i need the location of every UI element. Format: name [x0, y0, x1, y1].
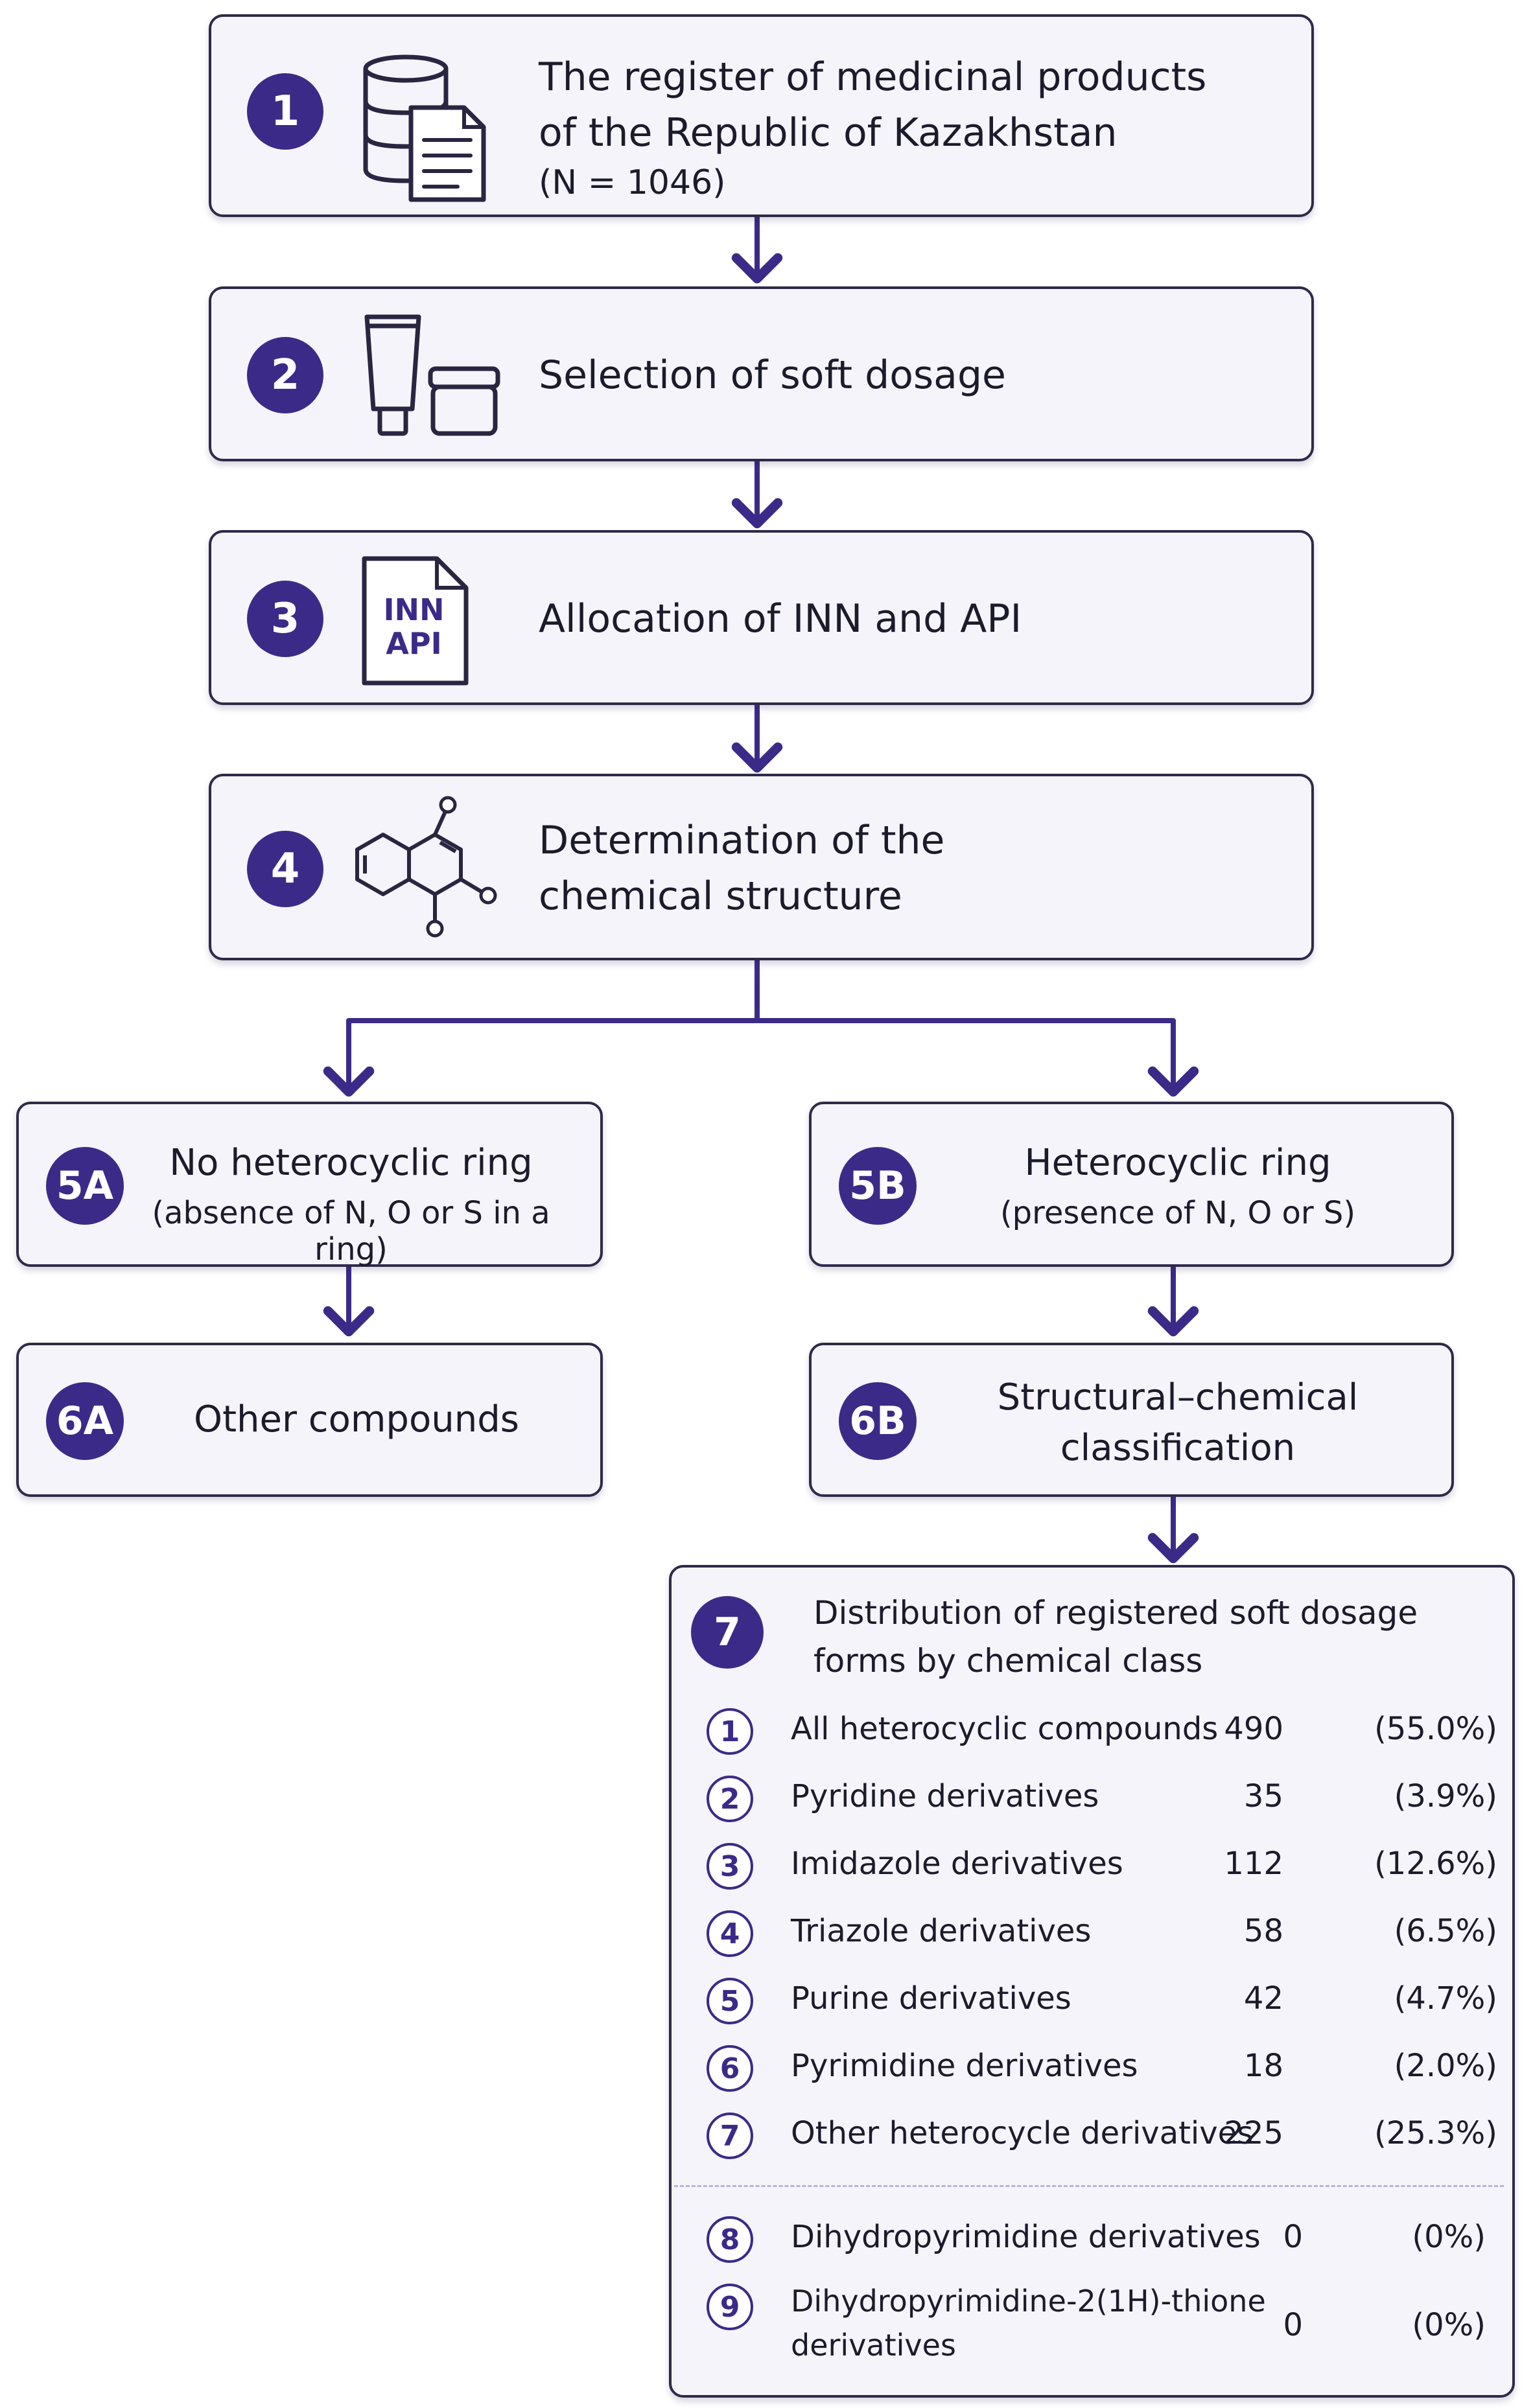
step-4-title-line2: chemical structure: [539, 874, 902, 919]
step-6b-box: 6B Structural–chemical classification: [809, 1343, 1454, 1497]
row-number-badge: 6: [707, 2045, 753, 2092]
molecule-structure-icon: [355, 796, 497, 938]
row-count: 42: [1243, 1980, 1283, 2017]
row-label: Triazole derivatives: [791, 1913, 1092, 1949]
row-number-badge: 5: [707, 1978, 753, 2024]
step-3-title: Allocation of INN and API: [539, 596, 1022, 642]
step-6b-title-line2: classification: [1060, 1427, 1296, 1469]
list-item: 5 Purine derivatives 42 (4.7%): [707, 1967, 1497, 2035]
step-6a-box: 6A Other compounds: [16, 1343, 603, 1497]
step-2-box: 2 Selection of soft dosage: [209, 286, 1314, 461]
row-count: 0: [1283, 2219, 1303, 2255]
row-count: 225: [1224, 2115, 1283, 2151]
row-percent: (0%): [1412, 2307, 1486, 2343]
row-percent: (6.5%): [1394, 1913, 1497, 1949]
step-badge: 1: [247, 73, 323, 150]
row-percent: (3.9%): [1394, 1778, 1497, 1814]
step-badge: 4: [247, 831, 323, 907]
step-badge: 6A: [46, 1382, 124, 1460]
step-1-box: 1 The register of medicinal products of …: [209, 14, 1314, 217]
row-percent: (4.7%): [1394, 1980, 1497, 2017]
step-4-box: 4 Determination of the chemical structur…: [209, 774, 1314, 960]
list-item: 9 Dihydropyrimidine-2(1H)-thione derivat…: [707, 2281, 1497, 2378]
step-1-count: (N = 1046): [539, 163, 726, 202]
step-5b-title: Heterocyclic ring: [1024, 1142, 1331, 1184]
list-item: 4 Triazole derivatives 58 (6.5%): [707, 1900, 1497, 1967]
step-badge: 5A: [46, 1147, 124, 1225]
row-count: 35: [1243, 1778, 1283, 1814]
step-1-title-line1: The register of medicinal products: [539, 54, 1207, 100]
row-number-badge: 8: [707, 2216, 753, 2263]
step-7-title-line1: Distribution of registered soft dosage: [813, 1594, 1418, 1632]
step-5b-box: 5B Heterocyclic ring (presence of N, O o…: [809, 1102, 1454, 1267]
inn-api-document-icon: [362, 556, 469, 686]
row-count: 18: [1243, 2048, 1283, 2084]
database-document-icon: [363, 54, 486, 202]
step-badge: 6B: [839, 1382, 917, 1460]
row-label-line1: Dihydropyrimidine-2(1H)-thione: [791, 2284, 1266, 2319]
row-number-badge: 1: [707, 1708, 753, 1755]
row-label: Pyrimidine derivatives: [791, 2048, 1138, 2084]
row-label: Pyridine derivatives: [791, 1778, 1099, 1814]
step-1-title-line2: of the Republic of Kazakhstan: [539, 110, 1118, 156]
step-5a-box: 5A No heterocyclic ring (absence of N, O…: [16, 1102, 603, 1268]
row-count: 112: [1224, 1846, 1283, 1882]
row-label: Purine derivatives: [791, 1980, 1071, 2017]
row-count: 58: [1243, 1913, 1283, 1949]
row-percent: (12.6%): [1374, 1846, 1497, 1882]
row-count: 490: [1224, 1711, 1283, 1747]
row-percent: (2.0%): [1394, 2048, 1497, 2084]
step-6a-title: Other compounds: [194, 1398, 519, 1441]
row-label-line2: derivatives: [791, 2328, 956, 2363]
list-item: 7 Other heterocycle derivatives 225 (25.…: [707, 2102, 1497, 2170]
list-item: 1 All heterocyclic compounds 490 (55.0%): [707, 1698, 1497, 1765]
arrow-branch-to-5b: [755, 1018, 1199, 1097]
step-2-title: Selection of soft dosage: [539, 353, 1006, 398]
arrow-4-to-branch: [323, 958, 760, 1097]
row-number-badge: 3: [707, 1843, 753, 1890]
row-label: Imidazole derivatives: [791, 1846, 1123, 1882]
row-count: 0: [1283, 2307, 1303, 2343]
step-5b-subtitle: (presence of N, O or S): [1000, 1195, 1356, 1231]
row-label: Dihydropyrimidine derivatives: [791, 2219, 1261, 2255]
icon-label-inn: INN: [383, 592, 445, 627]
row-number-badge: 2: [707, 1776, 753, 1822]
list-item: 6 Pyrimidine derivatives 18 (2.0%): [707, 2035, 1497, 2102]
step-badge: 2: [247, 337, 323, 413]
step-5a-subtitle: (absence of N, O or S in a ring): [152, 1195, 550, 1268]
list-item: 3 Imidazole derivatives 112 (12.6%): [707, 1833, 1497, 1900]
step-7-box: [669, 1565, 1515, 2398]
step-5a-title: No heterocyclic ring: [169, 1142, 533, 1184]
step-3-box: 3 INN API Allocation of INN and API: [209, 530, 1314, 705]
step-badge: 5B: [839, 1147, 917, 1225]
list-item: 8 Dihydropyrimidine derivatives 0 (0%): [707, 2206, 1497, 2273]
row-percent: (0%): [1412, 2219, 1486, 2255]
list-item: 2 Pyridine derivatives 35 (3.9%): [707, 1765, 1497, 1833]
row-percent: (25.3%): [1374, 2115, 1497, 2151]
row-number-badge: 7: [707, 2113, 753, 2159]
step-badge: 7: [691, 1596, 764, 1669]
row-label: Other heterocycle derivatives: [791, 2115, 1254, 2151]
step-7-title-line2: forms by chemical class: [813, 1642, 1203, 1680]
step-6b-title-line1: Structural–chemical: [997, 1376, 1359, 1418]
step-4-title-line1: Determination of the: [539, 818, 945, 863]
table-divider: [674, 2185, 1504, 2187]
row-label: All heterocyclic compounds: [791, 1711, 1219, 1747]
row-percent: (55.0%): [1374, 1711, 1497, 1747]
icon-label-api: API: [386, 626, 442, 661]
step-badge: 3: [247, 581, 323, 657]
row-number-badge: 4: [707, 1910, 753, 1957]
ointment-tube-jar-icon: [364, 314, 500, 436]
row-number-badge: 9: [707, 2284, 753, 2330]
